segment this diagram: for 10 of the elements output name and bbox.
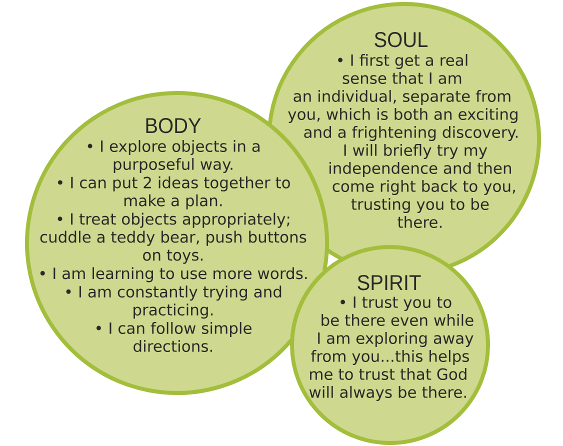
bullet-point: • I can follow simple directions.: [96, 322, 252, 352]
bullet-point: • I can put 2 ideas together to make a plan.: [58, 176, 290, 210]
bullet-point: • I treat objects appropriately; cuddle a teddy bear, push buttons on toys.: [40, 212, 306, 264]
bullet-point: • I explore objects in a purposeful way.: [88, 140, 260, 174]
bullet-point: • I am learning to use more words.: [40, 267, 307, 282]
heading: SOUL: [374, 32, 428, 48]
bullet-point: • I trust you to be there even while I am exploring away from you...this helps me to trust that God will always be there.: [309, 296, 474, 402]
heading: BODY: [146, 118, 201, 134]
heading: SPIRIT: [358, 274, 421, 290]
bullet-point: • I am constantly trying and practicing.: [66, 286, 282, 319]
